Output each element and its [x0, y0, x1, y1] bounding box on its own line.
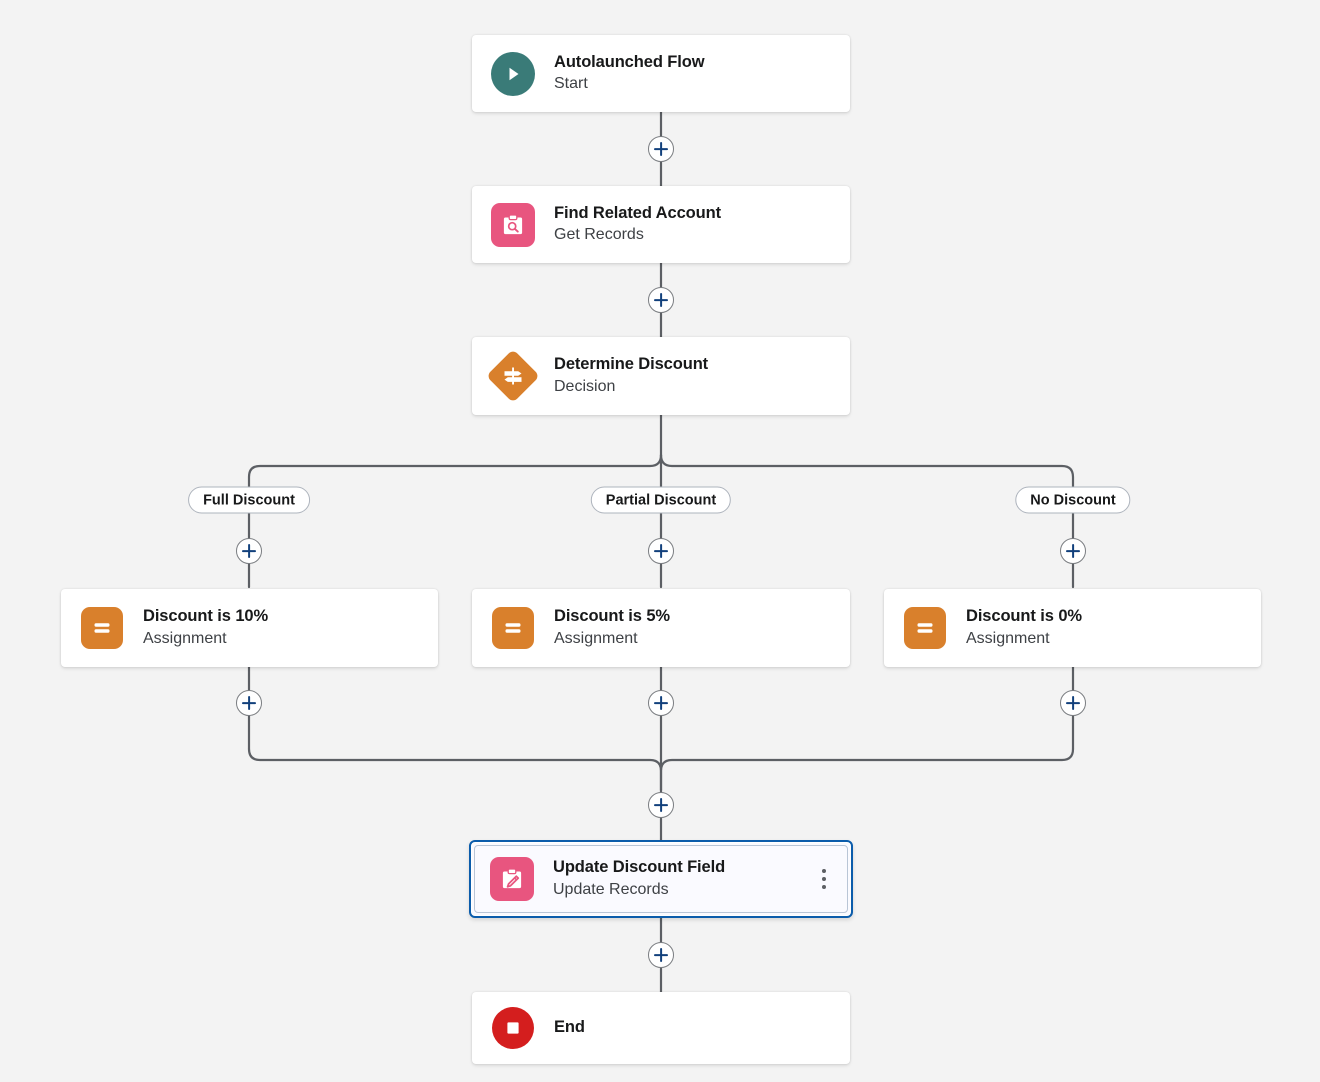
flow-node-assignment-none[interactable]: Discount is 0% Assignment [884, 589, 1261, 667]
clipboard-pencil-icon [489, 856, 535, 902]
node-title: Update Discount Field [553, 858, 726, 877]
node-text: Discount is 5% Assignment [554, 607, 670, 648]
node-text: Update Discount Field Update Records [553, 858, 725, 899]
node-title: End [554, 1018, 585, 1037]
add-element-button-after-assignment-partial[interactable] [648, 690, 674, 716]
equals-icon [902, 605, 948, 651]
equals-icon [79, 605, 125, 651]
kebab-dot [822, 885, 826, 889]
node-subtitle: Assignment [143, 629, 227, 647]
flow-node-update-records[interactable]: Update Discount Field Update Records [469, 840, 853, 918]
node-text: Autolaunched Flow Start [554, 52, 705, 94]
add-element-button-after-assignment-none[interactable] [1060, 690, 1086, 716]
add-element-button-after-get-records[interactable] [648, 287, 674, 313]
add-element-button-branch-none[interactable] [1060, 538, 1086, 564]
add-element-button-branch-full[interactable] [236, 538, 262, 564]
play-icon [490, 51, 536, 97]
node-text: Determine Discount Decision [554, 355, 708, 396]
add-element-button-after-update-records[interactable] [648, 942, 674, 968]
flow-node-end[interactable]: End [472, 992, 850, 1064]
node-title: Find Related Account [554, 203, 721, 222]
flow-node-assignment-full[interactable]: Discount is 10% Assignment [61, 589, 438, 667]
signpost-icon [486, 349, 540, 403]
flow-node-assignment-partial[interactable]: Discount is 5% Assignment [472, 589, 850, 667]
node-text: End [554, 1018, 585, 1037]
node-subtitle: Update Records [553, 880, 669, 898]
branch-label-text: No Discount [1030, 492, 1116, 508]
equals-icon [490, 605, 536, 651]
node-menu-button[interactable] [815, 865, 833, 893]
add-element-button-after-assignment-full[interactable] [236, 690, 262, 716]
node-text: Discount is 0% Assignment [966, 607, 1082, 648]
node-title: Discount is 0% [966, 607, 1082, 626]
node-title: Discount is 10% [143, 607, 269, 626]
flow-node-decision[interactable]: Determine Discount Decision [472, 337, 850, 415]
node-text: Discount is 10% Assignment [143, 607, 268, 648]
kebab-dot [822, 877, 826, 881]
add-element-button-after-start[interactable] [648, 136, 674, 162]
node-title: Discount is 5% [554, 607, 670, 626]
node-subtitle: Assignment [554, 629, 638, 647]
clipboard-search-icon [490, 202, 536, 248]
node-text: Find Related Account Get Records [554, 204, 721, 245]
kebab-dot [822, 869, 826, 873]
branch-label-text: Partial Discount [605, 492, 717, 508]
node-subtitle: Start [554, 75, 588, 93]
branch-label-partial-discount[interactable]: Partial Discount [590, 486, 732, 514]
node-title: Autolaunched Flow [554, 52, 705, 71]
branch-label-no-discount[interactable]: No Discount [1015, 486, 1131, 514]
add-element-button-branch-partial[interactable] [648, 538, 674, 564]
branch-label-full-discount[interactable]: Full Discount [188, 486, 310, 514]
flow-node-start[interactable]: Autolaunched Flow Start [472, 35, 850, 112]
flow-node-get-records[interactable]: Find Related Account Get Records [472, 186, 850, 263]
node-subtitle: Decision [554, 377, 616, 395]
add-element-button-after-merge[interactable] [648, 792, 674, 818]
stop-icon [490, 1005, 536, 1051]
branch-label-text: Full Discount [203, 492, 295, 508]
node-subtitle: Assignment [966, 629, 1050, 647]
node-title: Determine Discount [554, 355, 709, 374]
node-subtitle: Get Records [554, 226, 644, 244]
